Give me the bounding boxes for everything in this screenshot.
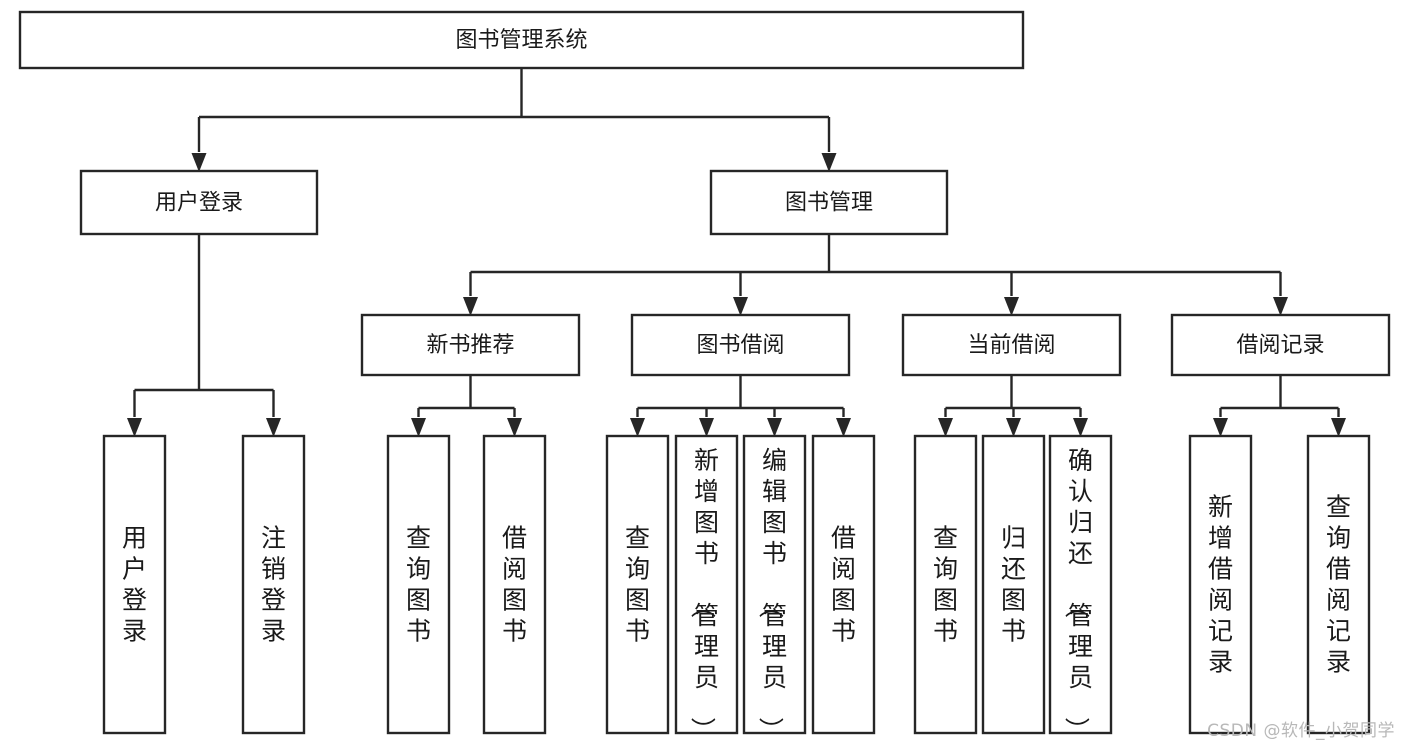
node-leaf-新增图书管理员[interactable]: 新增图书（管理员） <box>674 434 739 742</box>
arrow-head-icon <box>1004 297 1019 316</box>
node-label: 图书借阅 <box>696 333 784 358</box>
arrow-head-icon <box>411 418 426 437</box>
arrow-head-icon <box>1273 297 1288 316</box>
node-leaf-用户登录[interactable]: 用户登录 <box>102 434 167 735</box>
arrow-head-icon <box>1213 418 1228 437</box>
node-box <box>811 434 876 735</box>
node-label: 查询图书 <box>625 524 650 646</box>
arrow-head-icon <box>630 418 645 437</box>
node-root-图书管理系统[interactable]: 图书管理系统 <box>18 10 1025 70</box>
arrow-head-icon <box>767 418 782 437</box>
node-box <box>241 434 306 735</box>
node-label: 查询图书 <box>933 524 958 646</box>
node-label: 图书管理 <box>785 191 873 216</box>
arrow-head-icon <box>127 418 142 437</box>
csdn-watermark: CSDN @软件_小贺同学 <box>1207 721 1395 741</box>
node-label: 新增借阅记录 <box>1208 493 1233 677</box>
node-label: 当前借阅 <box>967 333 1055 358</box>
arrow-head-icon <box>821 153 837 172</box>
node-leaf-查询图书[interactable]: 查询图书 <box>605 434 670 735</box>
node-box <box>360 313 581 377</box>
node-tier3-当前借阅[interactable]: 当前借阅 <box>901 313 1122 377</box>
node-label: 新书推荐 <box>426 333 514 358</box>
node-leaf-编辑图书管理员[interactable]: 编辑图书（管理员） <box>742 434 807 742</box>
arrow-head-icon <box>191 153 207 172</box>
node-box <box>913 434 978 735</box>
node-box <box>981 434 1046 735</box>
node-label: 借阅图书 <box>502 524 527 646</box>
arrow-head-icon <box>699 418 714 437</box>
node-tier3-图书借阅[interactable]: 图书借阅 <box>630 313 851 377</box>
arrow-head-icon <box>266 418 281 437</box>
arrow-head-icon <box>836 418 851 437</box>
arrow-head-icon <box>938 418 953 437</box>
arrow-head-icon <box>507 418 522 437</box>
node-box <box>709 169 949 236</box>
node-tier2-图书管理[interactable]: 图书管理 <box>709 169 949 236</box>
node-label: 归还图书 <box>1001 524 1026 646</box>
node-leaf-查询图书[interactable]: 查询图书 <box>386 434 451 735</box>
arrow-head-icon <box>463 297 478 316</box>
connector-layer <box>127 68 1346 437</box>
node-box <box>1170 313 1391 377</box>
node-box <box>630 313 851 377</box>
node-box <box>102 434 167 735</box>
node-label: 编辑图书（管理员） <box>756 446 787 742</box>
arrow-head-icon <box>1006 418 1021 437</box>
node-box <box>482 434 547 735</box>
node-box <box>386 434 451 735</box>
node-box <box>674 434 739 735</box>
arrow-head-icon <box>733 297 748 316</box>
node-box <box>1306 434 1371 735</box>
node-layer: 图书管理系统用户登录图书管理新书推荐图书借阅当前借阅借阅记录用户登录注销登录查询… <box>18 10 1391 742</box>
node-label: 查询图书 <box>406 524 431 646</box>
node-label: 图书管理系统 <box>455 28 587 53</box>
node-label: 确认归还（管理员） <box>1062 446 1093 742</box>
node-box <box>1188 434 1253 735</box>
node-tier3-新书推荐[interactable]: 新书推荐 <box>360 313 581 377</box>
node-box <box>1048 434 1113 735</box>
node-leaf-注销登录[interactable]: 注销登录 <box>241 434 306 735</box>
node-label: 用户登录 <box>155 191 243 216</box>
node-tier3-借阅记录[interactable]: 借阅记录 <box>1170 313 1391 377</box>
node-label: 新增图书（管理员） <box>688 446 719 742</box>
node-box <box>605 434 670 735</box>
arrow-head-icon <box>1073 418 1088 437</box>
node-tier2-用户登录[interactable]: 用户登录 <box>79 169 319 236</box>
node-label: 借阅记录 <box>1236 333 1324 358</box>
node-label: 借阅图书 <box>831 524 856 646</box>
node-box <box>79 169 319 236</box>
node-box <box>742 434 807 735</box>
node-leaf-新增借阅记录[interactable]: 新增借阅记录 <box>1188 434 1253 735</box>
node-box <box>18 10 1025 70</box>
node-label: 查询借阅记录 <box>1326 493 1351 677</box>
node-leaf-查询图书[interactable]: 查询图书 <box>913 434 978 735</box>
node-label: 注销登录 <box>261 524 286 646</box>
node-box <box>901 313 1122 377</box>
node-label: 用户登录 <box>122 524 147 646</box>
node-leaf-确认归还管理员[interactable]: 确认归还（管理员） <box>1048 434 1113 742</box>
node-leaf-查询借阅记录[interactable]: 查询借阅记录 <box>1306 434 1371 735</box>
node-leaf-归还图书[interactable]: 归还图书 <box>981 434 1046 735</box>
node-leaf-借阅图书[interactable]: 借阅图书 <box>482 434 547 735</box>
arrow-head-icon <box>1331 418 1346 437</box>
node-leaf-借阅图书[interactable]: 借阅图书 <box>811 434 876 735</box>
